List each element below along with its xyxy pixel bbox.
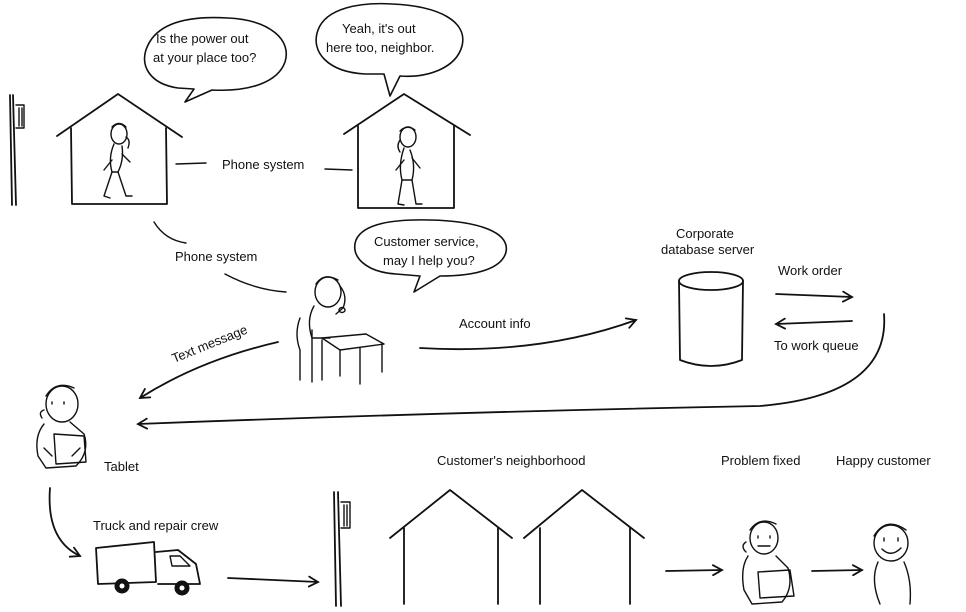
label-text-message: Text message	[170, 322, 250, 366]
house-right	[343, 93, 471, 209]
label-phone-system-top: Phone system	[222, 157, 304, 172]
bubble-left-text-2: at your place too?	[153, 50, 256, 65]
utility-pole-bottom	[333, 491, 351, 607]
arrow-dispatch-to-tech	[136, 313, 886, 430]
customer-service-agent	[296, 276, 385, 385]
label-problem-fixed: Problem fixed	[721, 453, 800, 468]
bubble-right-text-2: here too, neighbor.	[326, 40, 434, 55]
label-work-order: Work order	[778, 263, 843, 278]
bubble-agent-text-2: may I help you?	[383, 253, 475, 268]
speech-bubble-agent: Customer service, may I help you?	[353, 219, 508, 293]
house-left	[56, 93, 183, 205]
phone-line-left-upper	[153, 221, 187, 244]
arrow-to-neighborhood	[227, 575, 320, 588]
arrow-text-message	[138, 341, 279, 399]
arrow-to-truck	[48, 487, 82, 558]
arrow-to-work-queue	[774, 317, 853, 330]
arrow-to-problem-fixed	[665, 564, 724, 577]
label-phone-system-left: Phone system	[175, 249, 257, 264]
technician-problem-fixed	[741, 520, 795, 605]
label-to-work-queue: To work queue	[774, 338, 859, 353]
label-happy-customer: Happy customer	[836, 453, 931, 468]
phone-line-top-right	[324, 168, 353, 171]
bubble-left-text-1: Is the power out	[156, 31, 249, 46]
arrow-account-info	[419, 317, 638, 351]
label-db-line2: database server	[661, 242, 755, 257]
repair-truck	[95, 541, 201, 596]
label-neighborhood: Customer's neighborhood	[437, 453, 585, 468]
label-truck-crew: Truck and repair crew	[93, 518, 219, 533]
phone-line-left-lower	[224, 273, 287, 293]
person-caller-right	[395, 126, 423, 206]
phone-line-top-left	[175, 162, 207, 165]
utility-pole-top	[9, 94, 25, 206]
happy-customer	[873, 523, 912, 605]
neighborhood-house-2	[523, 489, 645, 605]
technician-with-tablet	[36, 384, 87, 469]
arrow-to-happy-customer	[811, 564, 864, 577]
label-account-info: Account info	[459, 316, 531, 331]
neighborhood-house-1	[389, 489, 513, 605]
speech-bubble-left: Is the power out at your place too?	[143, 16, 288, 103]
arrow-work-order	[775, 290, 854, 303]
bubble-right-text-1: Yeah, it's out	[342, 21, 416, 36]
label-tablet: Tablet	[104, 459, 139, 474]
database-cylinder	[678, 271, 744, 367]
person-caller-left	[103, 122, 133, 199]
label-db-line1: Corporate	[676, 226, 734, 241]
bubble-agent-text-1: Customer service,	[374, 234, 479, 249]
speech-bubble-right: Yeah, it's out here too, neighbor.	[315, 2, 464, 97]
